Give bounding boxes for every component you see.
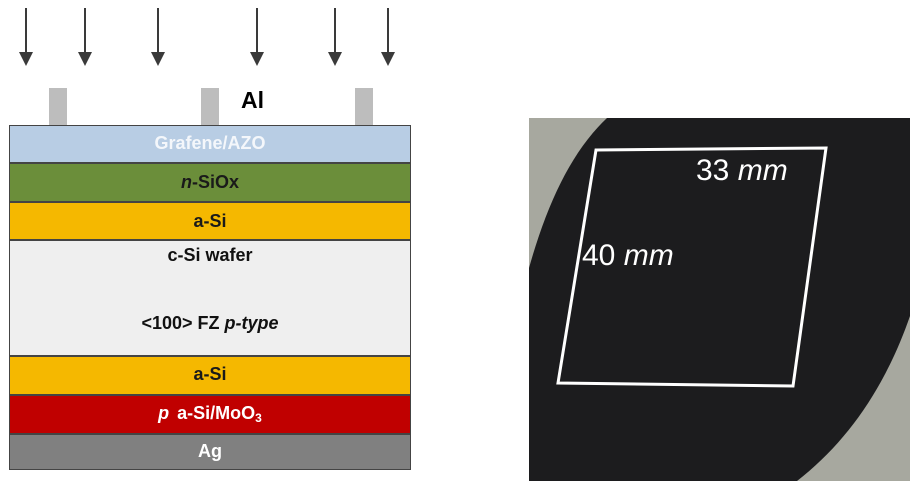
layer-ag-back-contact: Ag — [9, 434, 411, 470]
layer-label: a-Si — [193, 364, 227, 384]
layer-label-subscript: 3 — [255, 411, 262, 425]
layer-c-si-wafer: c-Si wafer <100> FZ p-type — [9, 240, 411, 356]
device-photo-graphic — [529, 118, 910, 481]
light-arrow-icon — [19, 8, 33, 68]
wafer-orientation-label: <100> FZ — [141, 313, 225, 333]
al-contact-finger — [49, 88, 67, 125]
wafer-type-label: <100> FZ p-type — [10, 313, 410, 334]
wafer-doping-label: p-type — [224, 313, 279, 333]
layer-label-prefix: n — [180, 172, 192, 192]
light-arrow-icon — [381, 8, 395, 68]
layer-label: Grafene/AZO — [154, 133, 266, 153]
layer-n-siox: n-SiOx — [9, 163, 411, 202]
light-arrow-icon — [328, 8, 342, 68]
width-dimension-label: 33 mm — [696, 154, 788, 187]
layer-p-a-si-moo3: p a-Si/MoO3 — [9, 395, 411, 434]
layer-label: a-Si — [193, 211, 227, 231]
light-arrow-icon — [151, 8, 165, 68]
device-photo: 33 mm 40 mm — [529, 118, 910, 481]
light-arrow-icon — [250, 8, 264, 68]
al-contact-finger — [201, 88, 219, 125]
layer-label: a-Si/MoO — [177, 403, 256, 423]
layer-a-si-top: a-Si — [9, 202, 411, 240]
light-arrow-icon — [78, 8, 92, 68]
solar-cell-stack-diagram: Al Grafene/AZO n-SiOx a-Si c-Si wafer <1… — [0, 0, 420, 491]
layer-label: Ag — [198, 441, 222, 461]
layer-grafene-azo: Grafene/AZO — [9, 125, 411, 163]
al-contact-label: Al — [241, 87, 264, 113]
layer-label-prefix: p — [158, 403, 170, 423]
al-contact-finger — [355, 88, 373, 125]
cell-area-outline — [556, 146, 828, 388]
dark-sample-substrate — [529, 118, 910, 481]
layer-label: -SiOx — [191, 172, 239, 192]
layer-a-si-bottom: a-Si — [9, 356, 411, 395]
wafer-name-label: c-Si wafer — [167, 245, 253, 265]
height-dimension-label: 40 mm — [582, 239, 674, 272]
